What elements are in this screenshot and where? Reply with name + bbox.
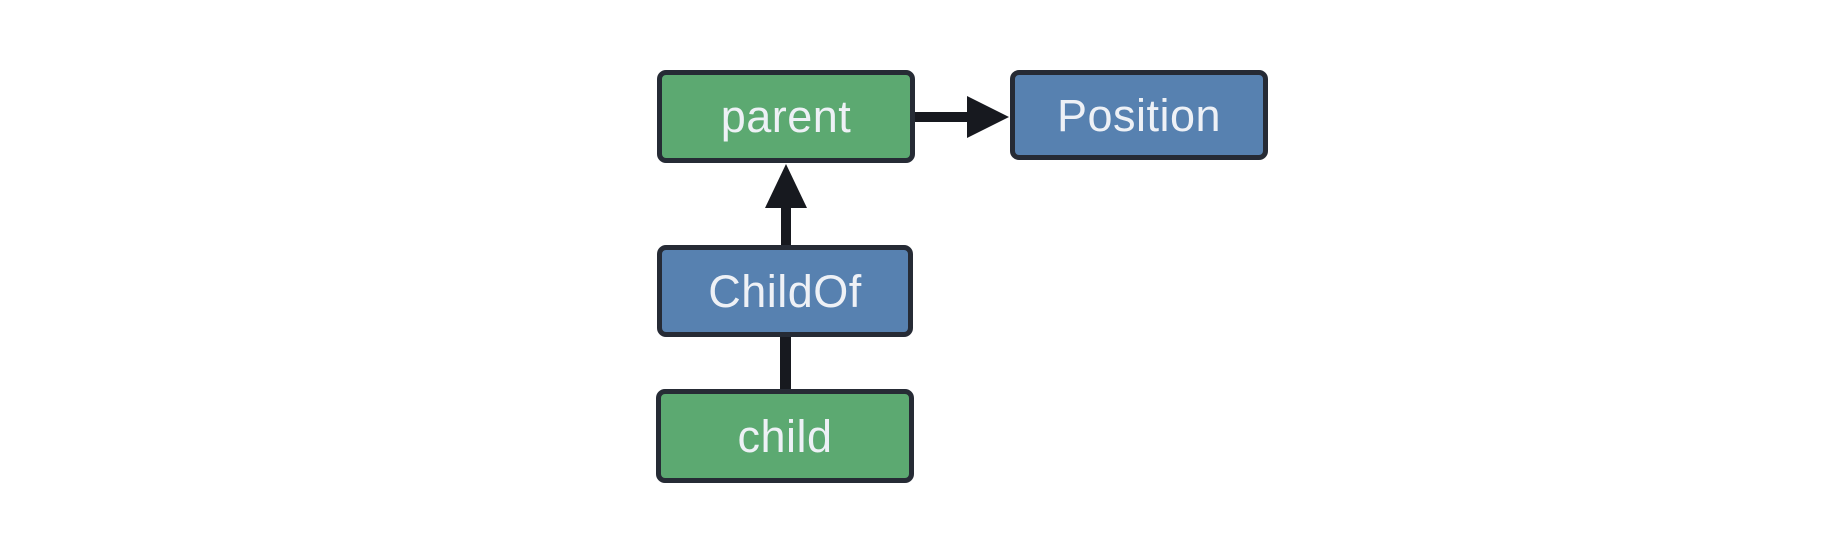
arrow-shaft	[913, 112, 969, 122]
node-parent-label: parent	[720, 91, 852, 142]
arrowhead-up-icon	[765, 164, 807, 208]
node-childof: ChildOf	[657, 245, 913, 337]
node-position: Position	[1010, 70, 1268, 160]
connector-line	[780, 335, 791, 391]
arrowhead-right-icon	[967, 96, 1009, 138]
node-child-label: child	[737, 410, 833, 462]
edge-parent-to-position-arrow	[913, 96, 1009, 138]
node-child: child	[656, 389, 914, 483]
arrow-shaft	[781, 206, 791, 247]
edge-childof-to-parent-arrow	[765, 164, 807, 247]
node-parent: parent	[657, 70, 915, 163]
node-childof-label: ChildOf	[708, 265, 862, 317]
node-position-label: Position	[1056, 89, 1222, 141]
edge-child-to-childof-line	[780, 335, 791, 391]
